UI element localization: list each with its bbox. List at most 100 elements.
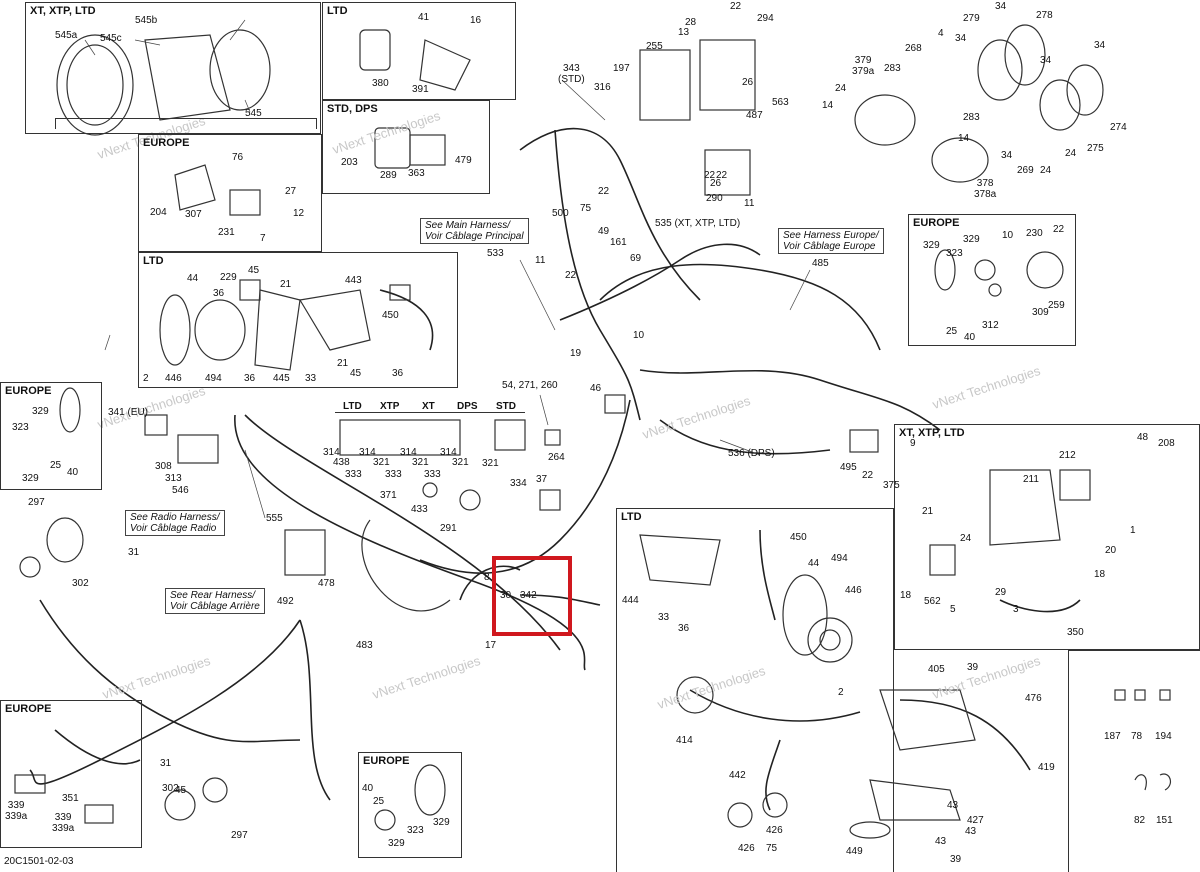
part-number-label: 9 xyxy=(910,438,916,449)
part-number-label: 11 xyxy=(535,255,546,266)
part-number-label: 2 xyxy=(838,687,844,698)
part-number-label: 255 xyxy=(646,41,663,52)
part-number-label: 25 xyxy=(946,326,958,337)
part-number-label: 278 xyxy=(1036,10,1053,21)
part-number-label: 10 xyxy=(1002,230,1014,241)
part-number-label: 302 xyxy=(72,578,89,589)
part-number-label: 312 xyxy=(982,320,999,331)
part-number-label: 26 xyxy=(742,77,754,88)
part-number-label: 13 xyxy=(678,27,690,38)
part-number-label: 4 xyxy=(938,28,944,39)
part-number-label: 314 xyxy=(323,447,340,458)
leader-lines xyxy=(84,19,811,519)
part-number-label: 443 xyxy=(345,275,362,286)
part-number-label: 333 xyxy=(385,469,402,480)
part-number-label: 18 xyxy=(900,590,912,601)
harness-wires xyxy=(29,127,1081,811)
part-number-label: 313 xyxy=(165,473,182,484)
variant-box-europe-bottom-left: EUROPE xyxy=(0,700,142,848)
relay-header: XT xyxy=(422,401,435,412)
part-number-label: 11 xyxy=(744,198,755,209)
part-number-label: 20 xyxy=(1105,545,1117,556)
part-number-label: 414 xyxy=(676,735,693,746)
box-title: LTD xyxy=(621,511,642,523)
part-number-label: 289 xyxy=(380,170,397,181)
part-number-label: 379 379a xyxy=(852,55,875,77)
part-number-label: 446 xyxy=(845,585,862,596)
part-number-label: 40 xyxy=(964,332,976,343)
part-number-label: 291 xyxy=(440,523,457,534)
part-number-label: 279 xyxy=(963,13,980,24)
part-number-label: 545 xyxy=(245,108,262,119)
part-number-label: 21 xyxy=(280,279,292,290)
part-number-label: 442 xyxy=(729,770,746,781)
part-number-label: 321 xyxy=(482,458,499,469)
part-number-label: 33 xyxy=(305,373,317,384)
variant-box-xt-xtp-ltd: XT, XTP, LTD xyxy=(25,2,321,134)
part-number-label: 12 xyxy=(293,208,305,219)
part-number-label: 307 xyxy=(185,209,202,220)
part-number-label: 14 xyxy=(822,100,834,111)
relay-header-rule xyxy=(335,412,525,413)
part-number-label: 555 xyxy=(266,513,283,524)
part-number-label: 264 xyxy=(548,452,565,463)
part-number-label: 22 xyxy=(704,170,716,181)
part-number-label: 151 xyxy=(1156,815,1173,826)
part-number-label: 22 xyxy=(862,470,874,481)
variant-box-europe-right: EUROPE xyxy=(908,214,1076,346)
part-number-label: 22 xyxy=(730,1,742,12)
part-number-label: 78 xyxy=(1131,731,1143,742)
relay-header: LTD xyxy=(343,401,362,412)
part-number-label: 29 xyxy=(995,587,1007,598)
part-number-label: 230 xyxy=(1026,228,1043,239)
part-number-label: 494 xyxy=(831,553,848,564)
part-number-label: 7 xyxy=(260,233,266,244)
part-number-label: 82 xyxy=(1134,815,1146,826)
part-number-label: 212 xyxy=(1059,450,1076,461)
part-number-label: 302 xyxy=(162,783,179,794)
part-number-label: 46 xyxy=(590,383,602,394)
part-number-label: 446 xyxy=(165,373,182,384)
variant-box-europe-bottom: EUROPE xyxy=(358,752,462,858)
part-number-label: 1 xyxy=(1130,525,1136,536)
part-number-label: 49 xyxy=(598,226,610,237)
part-number-label: 45 xyxy=(175,785,187,796)
part-number-label: 31 xyxy=(160,758,172,769)
part-number-label: 36 xyxy=(678,623,690,634)
variant-box-ltd-display: LTD xyxy=(322,2,516,100)
hardware-box xyxy=(1068,650,1200,872)
part-number-label: 24 xyxy=(1065,148,1077,159)
relay-header: XTP xyxy=(380,401,400,412)
part-number-label: 22 xyxy=(565,270,577,281)
part-number-label: 33 xyxy=(658,612,670,623)
part-number-label: 478 xyxy=(318,578,335,589)
part-number-label: 450 xyxy=(382,310,399,321)
part-number-label: 445 xyxy=(273,373,290,384)
part-number-label: 8 xyxy=(484,572,490,583)
part-number-label: 533 xyxy=(487,248,504,259)
part-number-label: 426 xyxy=(766,825,783,836)
part-number-label: 45 xyxy=(350,368,362,379)
part-number-label: 269 xyxy=(1017,165,1034,176)
document-code: 20C1501-02-03 xyxy=(4,856,74,867)
part-number-label: 43 xyxy=(935,836,947,847)
part-number-label: 329 xyxy=(963,234,980,245)
part-number-label: 283 xyxy=(963,112,980,123)
box-title: STD, DPS xyxy=(327,103,378,115)
part-number-label: 351 xyxy=(62,793,79,804)
part-number-label: 500 xyxy=(552,208,569,219)
part-number-label: 187 xyxy=(1104,731,1121,742)
part-number-label: 14 xyxy=(958,133,970,144)
part-number-label: 2 xyxy=(143,373,149,384)
part-number-label: 444 xyxy=(622,595,639,606)
part-number-label: 329 xyxy=(433,817,450,828)
relay-header: DPS xyxy=(457,401,478,412)
part-number-label: 39 xyxy=(967,662,979,673)
part-number-label: 329 xyxy=(22,473,39,484)
part-number-label: 25 xyxy=(373,796,385,807)
part-number-label: 26 xyxy=(710,178,722,189)
part-number-label: 208 xyxy=(1158,438,1175,449)
part-number-label: 43 xyxy=(947,800,959,811)
box-title: EUROPE xyxy=(913,217,960,229)
